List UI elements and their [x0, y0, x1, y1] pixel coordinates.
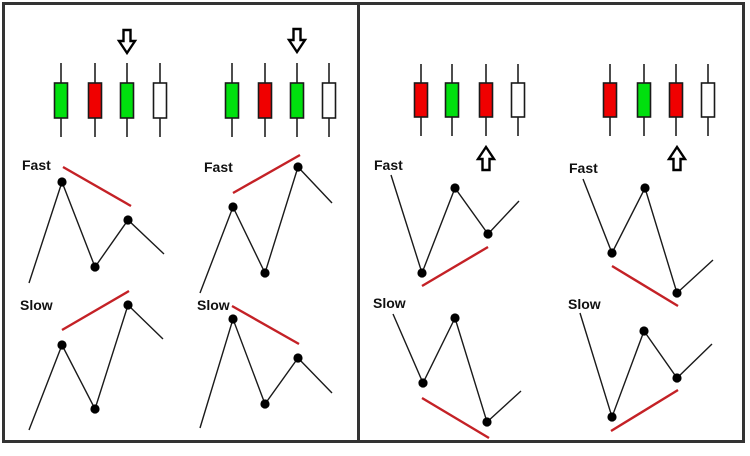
oscillator-chart-fast-left-1: [28, 165, 165, 284]
candle-body-bearish: [668, 82, 684, 118]
candlestick-left-group-2-4: [321, 63, 337, 137]
oscillator-chart-fast-right-2: [582, 178, 714, 308]
pivot-dot: [293, 162, 303, 172]
oscillator-chart-slow-right-1: [392, 313, 522, 440]
candle-body-bullish: [289, 82, 305, 119]
divergence-trendline-rising: [610, 388, 679, 433]
fast-label-right-2: Fast: [569, 160, 598, 176]
pivot-dot: [672, 288, 682, 298]
up-arrow-icon: [666, 144, 688, 172]
candle-body-bearish: [257, 82, 273, 119]
candlestick-left-group-1-3: [119, 63, 135, 137]
oscillator-chart-slow-right-2: [579, 312, 713, 433]
candle-body-bullish: [119, 82, 135, 119]
candle-group-right-group-2: [602, 64, 716, 172]
candle-body-bullish: [53, 82, 69, 119]
divergence-trendline-falling: [62, 165, 132, 208]
pivot-dot: [228, 314, 238, 324]
candlestick-left-group-2-1: [224, 63, 240, 137]
candlestick-right-group-2-2: [636, 64, 652, 136]
pivot-dot: [57, 340, 67, 350]
candlestick-right-group-1-3: [478, 64, 494, 136]
pivot-dot: [90, 404, 100, 414]
fast-label-left-2: Fast: [204, 159, 233, 175]
candle-body-bullish: [444, 82, 460, 118]
candle-body-neutral: [321, 82, 337, 119]
zigzag-line: [582, 178, 714, 295]
oscillator-chart-fast-right-1: [390, 174, 520, 288]
slow-label-right-1: Slow: [373, 295, 406, 311]
pivot-dot: [450, 313, 460, 323]
candlestick-left-group-2-3: [289, 63, 305, 137]
pivot-dot: [228, 202, 238, 212]
oscillator-chart-slow-left-2: [199, 304, 333, 429]
candlestick-left-group-1-2: [87, 63, 103, 137]
divergence-trendline-falling: [421, 396, 490, 440]
candlestick-right-group-1-2: [444, 64, 460, 136]
candlestick-right-group-1-1: [413, 64, 429, 136]
pivot-dot: [483, 229, 493, 239]
candle-group-right-group-1: [413, 64, 526, 172]
down-arrow-icon: [116, 28, 138, 56]
candle-body-neutral: [700, 82, 716, 118]
up-arrow-icon: [475, 144, 497, 172]
down-arrow-icon: [286, 27, 308, 55]
divergence-trendline-rising: [61, 289, 130, 332]
zigzag-line: [392, 313, 522, 424]
candlestick-left-group-2-2: [257, 63, 273, 137]
oscillator-chart-slow-left-1: [28, 289, 164, 431]
frame: [2, 2, 745, 443]
pivot-dot: [639, 326, 649, 336]
pivot-dot: [123, 215, 133, 225]
candle-group-left-group-2: [224, 27, 337, 137]
pivot-dot: [260, 268, 270, 278]
divergence-trendline-falling: [611, 264, 679, 308]
fast-label-left-1: Fast: [22, 157, 51, 173]
candlestick-left-group-1-4: [152, 63, 168, 137]
pivot-dot: [418, 378, 428, 388]
pivot-dot: [607, 248, 617, 258]
pivot-dot: [90, 262, 100, 272]
divergence-trendline-rising: [421, 245, 489, 288]
pivot-dot: [57, 177, 67, 187]
candlestick-right-group-2-1: [602, 64, 618, 136]
candle-body-neutral: [510, 82, 526, 118]
pivot-dot: [482, 417, 492, 427]
candle-body-bearish: [602, 82, 618, 118]
pivot-dot: [123, 300, 133, 310]
zigzag-line: [199, 316, 333, 429]
candlestick-right-group-1-4: [510, 64, 526, 136]
candle-group-left-group-1: [53, 28, 168, 137]
candle-body-bullish: [224, 82, 240, 119]
oscillator-chart-fast-left-2: [199, 153, 333, 294]
fast-label-right-1: Fast: [374, 157, 403, 173]
candlestick-right-group-2-3: [668, 64, 684, 136]
slow-label-left-2: Slow: [197, 297, 230, 313]
candle-body-bearish: [478, 82, 494, 118]
pivot-dot: [672, 373, 682, 383]
divergence-trendline-rising: [232, 153, 301, 195]
candle-body-neutral: [152, 82, 168, 119]
candle-body-bearish: [87, 82, 103, 119]
slow-label-right-2: Slow: [568, 296, 601, 312]
candle-body-bearish: [413, 82, 429, 118]
candle-body-bullish: [636, 82, 652, 118]
pivot-dot: [607, 412, 617, 422]
candlestick-right-group-2-4: [700, 64, 716, 136]
pivot-dot: [260, 399, 270, 409]
candlestick-left-group-1-1: [53, 63, 69, 137]
pivot-dot: [293, 353, 303, 363]
pivot-dot: [450, 183, 460, 193]
pivot-dot: [417, 268, 427, 278]
slow-label-left-1: Slow: [20, 297, 53, 313]
pivot-dot: [640, 183, 650, 193]
divergence-trendline-falling: [231, 304, 300, 346]
